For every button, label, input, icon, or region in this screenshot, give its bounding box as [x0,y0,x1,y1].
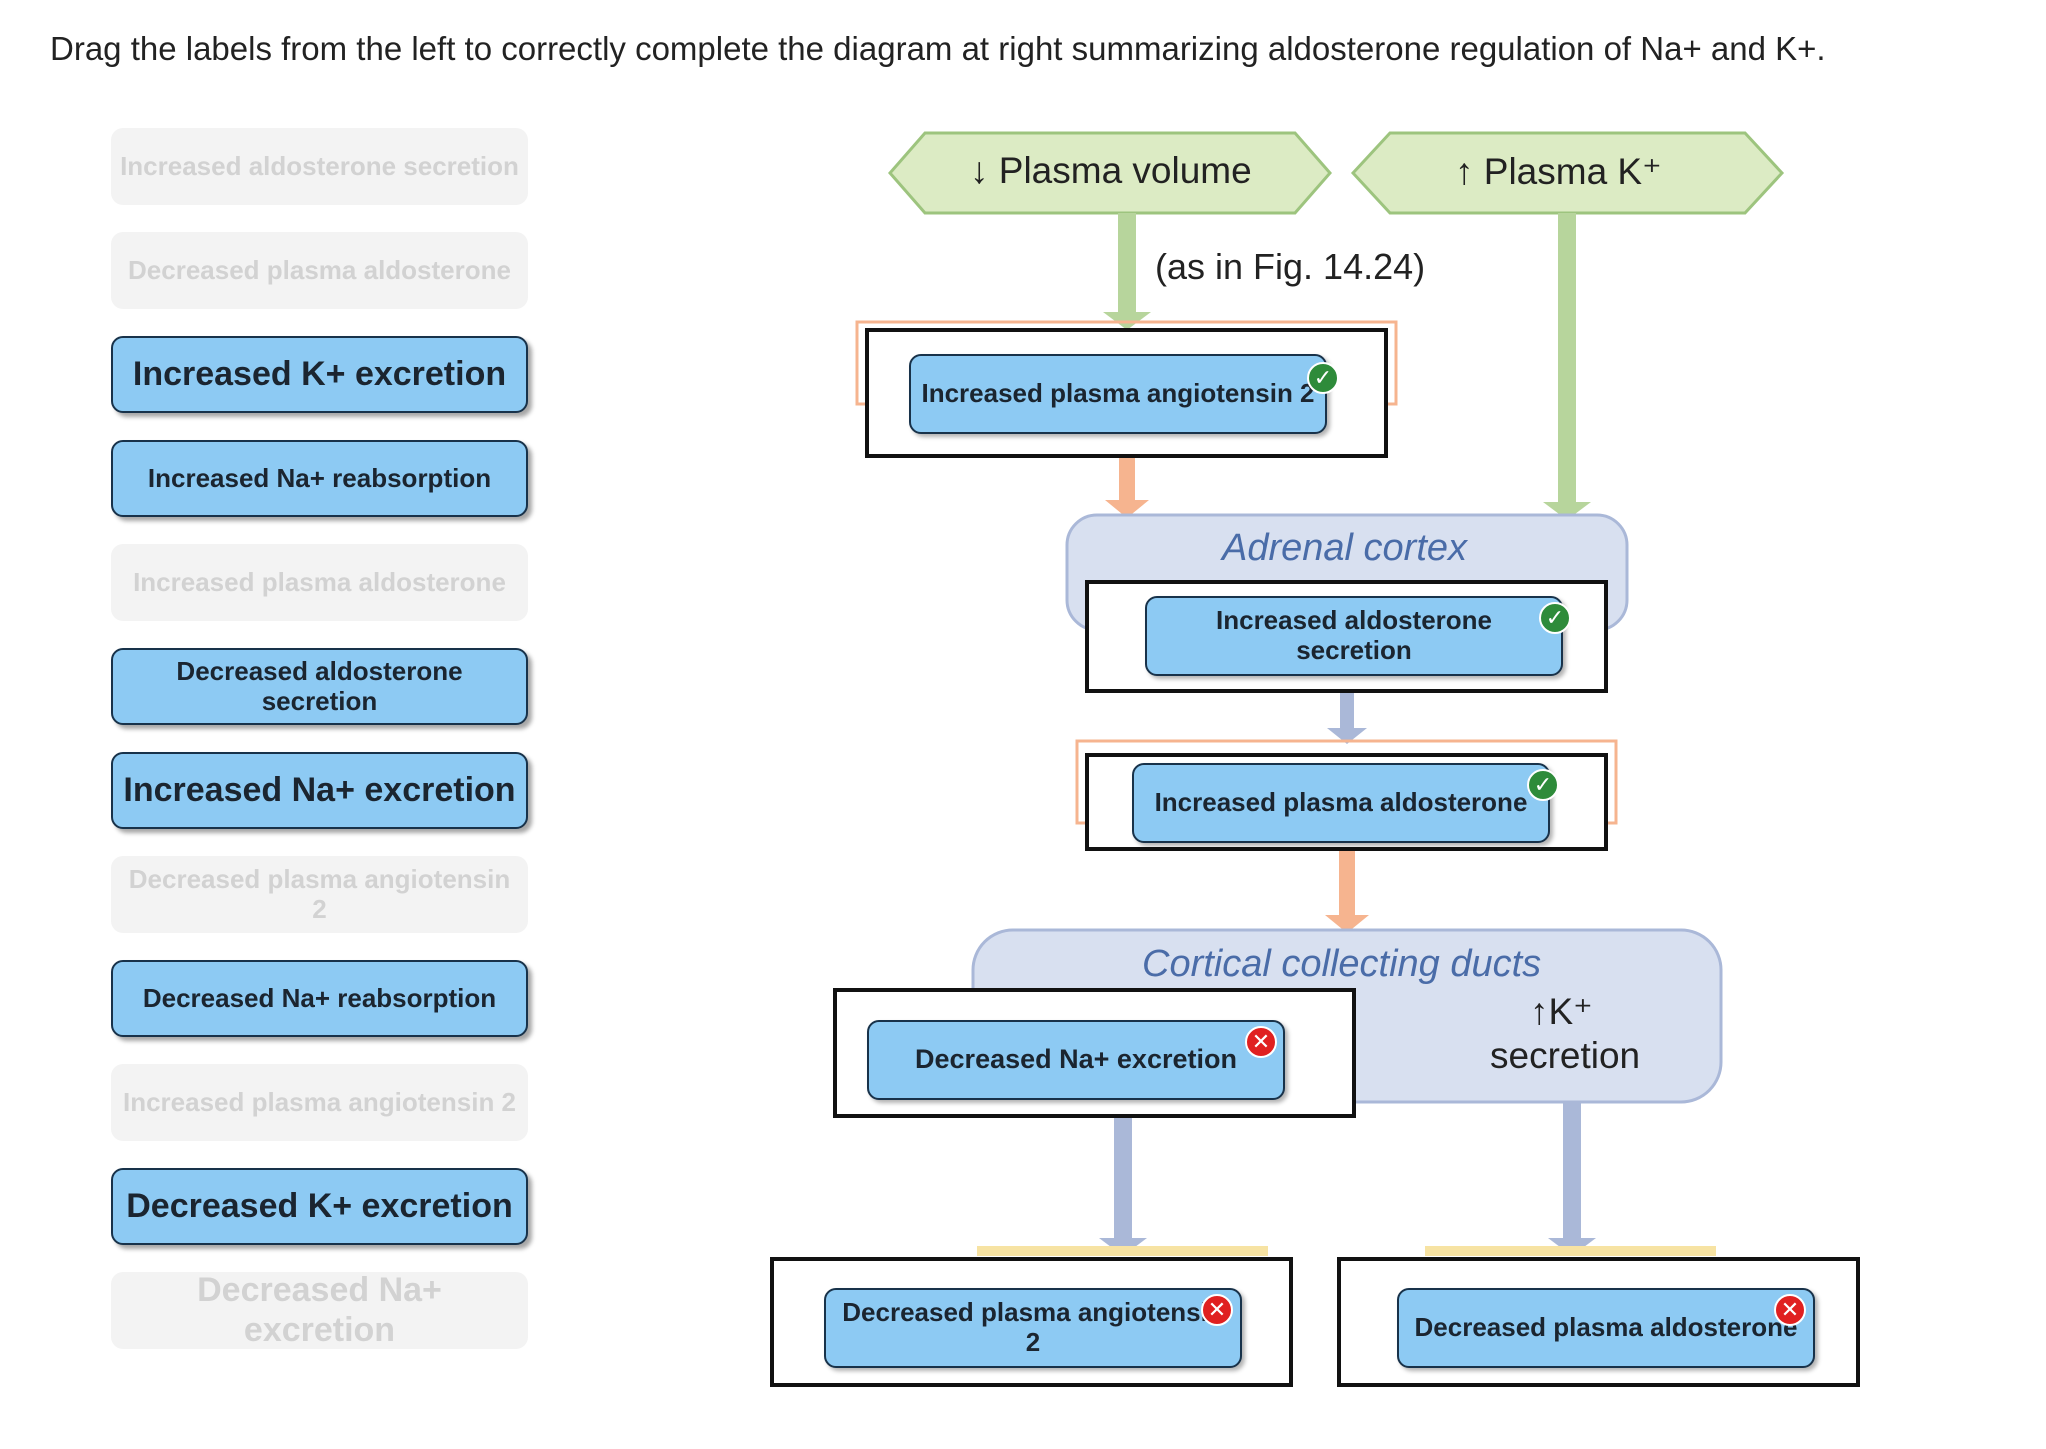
k-secretion-line2: secretion [1490,1035,1641,1076]
bank-label-decreased-k-excretion[interactable]: Decreased K+ excretion [111,1168,528,1245]
placed-label-text: Increased plasma aldosterone [1154,787,1528,818]
placed-label-text: Decreased Na+ excretion [915,1044,1237,1075]
bank-label-decreased-na-excretion: Decreased Na+ excretion [111,1271,528,1349]
placed-label-increased-plasma-angiotensin-2[interactable]: Increased plasma angiotensin 2 [909,354,1327,434]
drop-zone-3[interactable]: Increased plasma aldosterone ✓ [1085,753,1608,851]
zone6-backing [1425,1246,1716,1256]
bank-label-text: Decreased aldosterone secretion [176,655,463,716]
drop-zone-2[interactable]: Increased aldosterone secretion ✓ [1085,580,1608,693]
bank-label-text: Decreased K+ excretion [126,1186,513,1225]
arrowhead [1327,728,1367,744]
arrowhead [1325,915,1369,933]
bank-label-text: Increased plasma aldosterone [133,566,506,597]
figure-reference: (as in Fig. 14.24) [1155,246,1426,287]
k-secretion-line1: ↑K⁺ [1530,991,1593,1032]
adrenal-cortex-label: Adrenal cortex [1222,527,1468,569]
placed-label-text: Increased aldosterone secretion [1216,605,1492,665]
placed-label-increased-aldosterone-secretion[interactable]: Increased aldosterone secretion [1145,596,1563,676]
check-icon: ✓ [1307,362,1339,394]
bank-label-text: Increased Na+ reabsorption [147,462,492,493]
arrowhead [1543,502,1591,520]
drop-zone-5[interactable]: Decreased plasma angiotensin 2 ✕ [770,1257,1293,1387]
bank-label-text: Increased K+ excretion [132,354,507,393]
plasma-k-label: ↑ Plasma K⁺ [1455,151,1662,192]
placed-label-increased-plasma-aldosterone[interactable]: Increased plasma aldosterone [1132,763,1550,843]
bank-label-text: Decreased Na+ reabsorption [142,982,497,1013]
placed-label-text: Increased plasma angiotensin 2 [921,378,1315,409]
drop-zone-1[interactable]: Increased plasma angiotensin 2 ✓ [865,328,1388,458]
bank-label-decreased-plasma-angiotensin-2: Decreased plasma angiotensin 2 [111,856,528,933]
bank-label-text: Decreased Na+ excretion [197,1271,442,1349]
drop-zone-4[interactable]: Decreased Na+ excretion ✕ [833,988,1356,1118]
bank-label-text: Increased aldosterone secretion [120,150,519,181]
check-icon: ✓ [1527,769,1559,801]
bank-label-increased-aldosterone-secretion: Increased aldosterone secretion [111,128,528,205]
bank-label-decreased-aldosterone-secretion[interactable]: Decreased aldosterone secretion [111,648,528,725]
zone5-backing [977,1246,1268,1256]
cross-icon: ✕ [1201,1294,1233,1326]
instruction-text: Drag the labels from the left to correct… [50,30,1826,67]
drop-zone-6[interactable]: Decreased plasma aldosterone ✕ [1337,1257,1860,1387]
cross-icon: ✕ [1245,1026,1277,1058]
placed-label-text: Decreased plasma angiotensin 2 [842,1297,1224,1357]
bank-label-text: Decreased plasma aldosterone [128,254,511,285]
plasma-k-hexagon [1350,131,1785,215]
plasma-volume-hexagon [888,131,1332,215]
bank-label-increased-na-reabsorption[interactable]: Increased Na+ reabsorption [111,440,528,517]
collecting-ducts-label: Cortical collecting ducts [1142,943,1542,985]
bank-label-increased-plasma-aldosterone: Increased plasma aldosterone [111,544,528,621]
bank-label-text: Increased Na+ excretion [123,770,516,809]
bank-label-text: Increased plasma angiotensin 2 [122,1086,517,1117]
cross-icon: ✕ [1774,1294,1806,1326]
bank-label-decreased-plasma-aldosterone: Decreased plasma aldosterone [111,232,528,309]
bank-label-text: Decreased plasma angiotensin 2 [128,863,511,924]
check-icon: ✓ [1539,602,1571,634]
bank-label-decreased-na-reabsorption[interactable]: Decreased Na+ reabsorption [111,960,528,1037]
plasma-volume-label: ↓ Plasma volume [970,150,1252,191]
placed-label-decreased-plasma-aldosterone[interactable]: Decreased plasma aldosterone [1397,1288,1815,1368]
placed-label-decreased-plasma-angiotensin-2[interactable]: Decreased plasma angiotensin 2 [824,1288,1242,1368]
placed-label-decreased-na-excretion[interactable]: Decreased Na+ excretion [867,1020,1285,1100]
bank-label-increased-plasma-angiotensin-2: Increased plasma angiotensin 2 [111,1064,528,1141]
placed-label-text: Decreased plasma aldosterone [1414,1312,1798,1343]
arrowhead [1105,500,1149,518]
bank-label-increased-na-excretion[interactable]: Increased Na+ excretion [111,752,528,829]
bank-label-increased-k-excretion[interactable]: Increased K+ excretion [111,336,528,413]
